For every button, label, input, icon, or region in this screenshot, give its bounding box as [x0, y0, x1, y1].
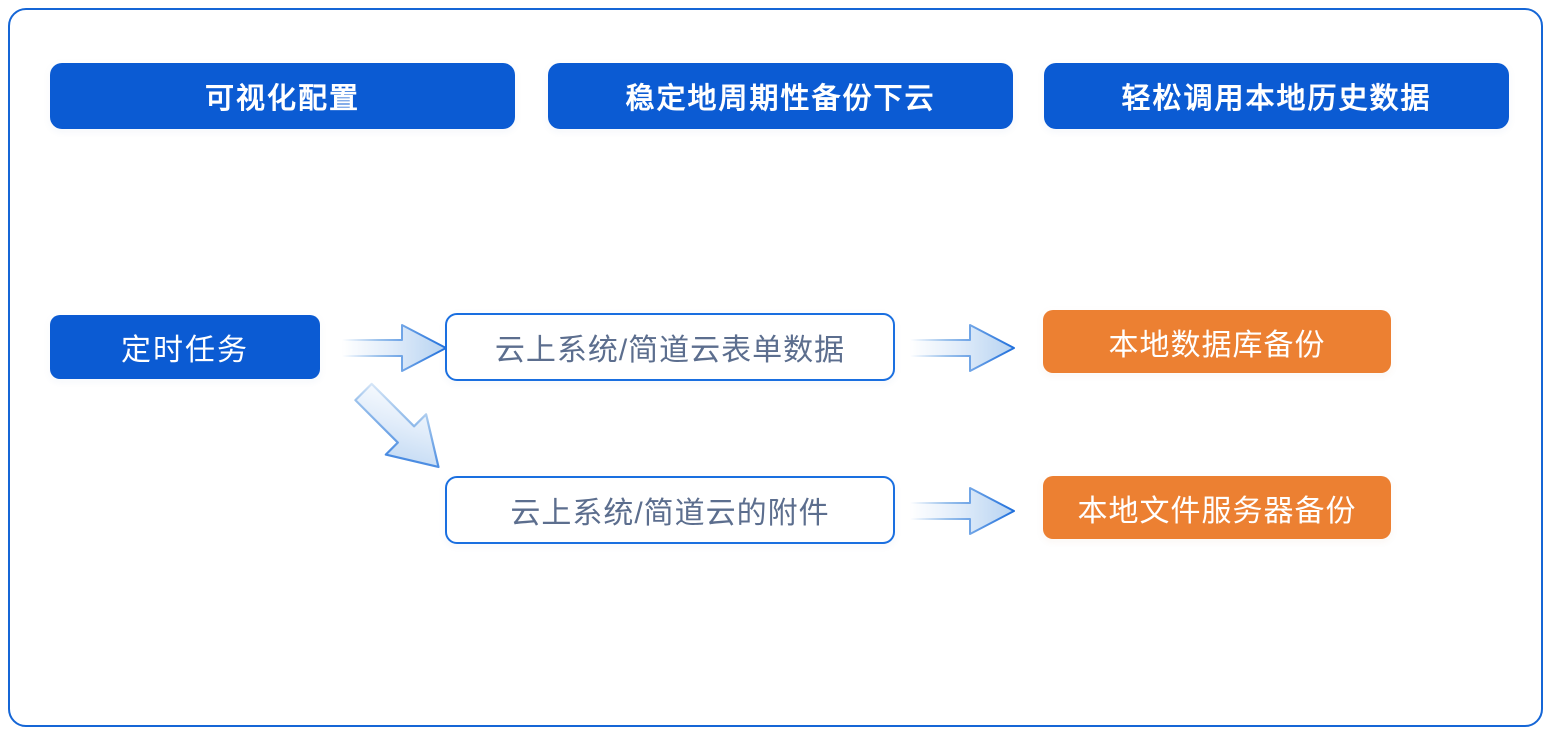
arrow-right-icon-attachments-to-files	[909, 487, 1015, 535]
node-scheduled-task: 定时任务	[50, 315, 320, 379]
node-local-fileserver-backup: 本地文件服务器备份	[1043, 476, 1391, 539]
arrow-down-right-icon-trigger-to-attachments	[354, 382, 440, 469]
node-cloud-attachments: 云上系统/简道云的附件	[445, 476, 895, 544]
arrow-right-icon-trigger-to-form	[341, 324, 447, 372]
node-cloud-form-data: 云上系统/简道云表单数据	[445, 313, 895, 381]
arrow-right-icon-form-to-database	[909, 324, 1015, 372]
diagram-frame: 可视化配置 稳定地周期性备份下云 轻松调用本地历史数据 定时任务 云上系统/简道…	[8, 8, 1543, 727]
header-pill-visual-config: 可视化配置	[50, 63, 515, 129]
node-local-database-backup: 本地数据库备份	[1043, 310, 1391, 373]
header-pill-local-history: 轻松调用本地历史数据	[1044, 63, 1509, 129]
header-pill-periodic-backup: 稳定地周期性备份下云	[548, 63, 1013, 129]
